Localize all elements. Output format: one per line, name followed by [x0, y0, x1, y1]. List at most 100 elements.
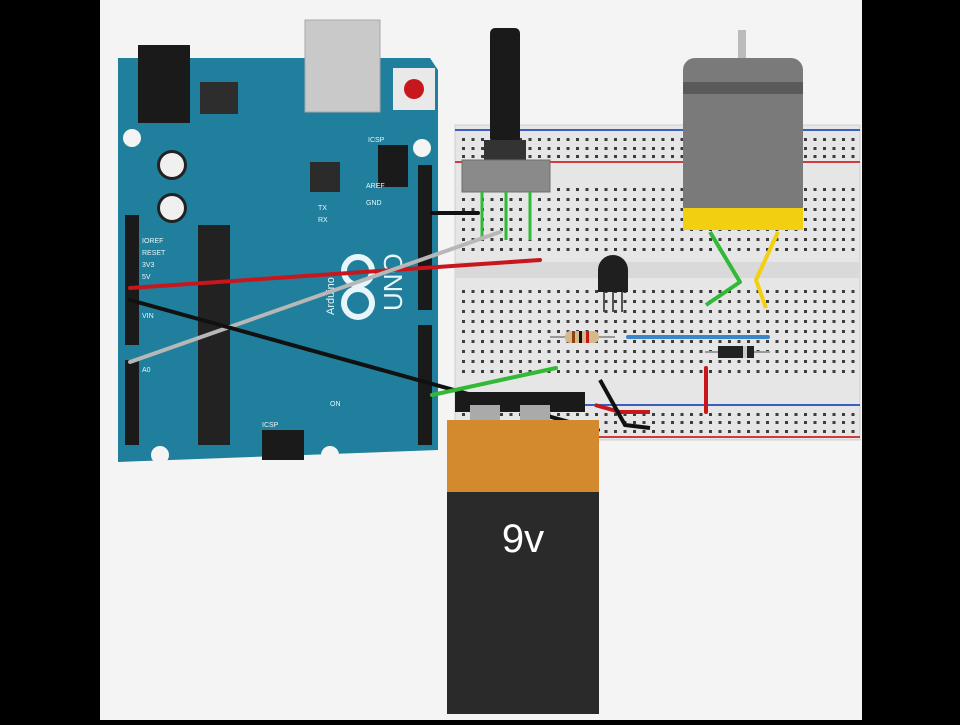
breadboard-hole	[528, 138, 532, 141]
breadboard-hole	[671, 370, 674, 373]
breadboard-hole	[642, 413, 646, 416]
breadboard-hole	[718, 340, 722, 343]
breadboard-hole	[804, 238, 807, 241]
breadboard-hole	[718, 238, 722, 241]
breadboard-hole	[547, 198, 551, 201]
breadboard-hole	[709, 290, 712, 293]
breadboard-hole	[823, 340, 826, 343]
breadboard-hole	[576, 155, 579, 158]
breadboard-hole	[614, 421, 617, 424]
breadboard-hole	[842, 310, 845, 313]
breadboard-hole	[661, 188, 665, 191]
breadboard-hole	[547, 290, 551, 293]
breadboard-hole	[604, 320, 608, 323]
breadboard-hole	[785, 360, 788, 363]
breadboard-hole	[538, 208, 541, 211]
breadboard-hole	[528, 330, 532, 333]
breadboard-hole	[566, 228, 570, 231]
breadboard-hole	[642, 208, 646, 211]
breadboard-hole	[547, 350, 551, 353]
breadboard-hole	[728, 310, 731, 313]
breadboard-hole	[557, 238, 560, 241]
breadboard-hole	[728, 360, 731, 363]
breadboard-hole	[823, 248, 826, 251]
breadboard-hole	[633, 188, 636, 191]
breadboard-hole	[680, 198, 684, 201]
breadboard-hole	[718, 413, 722, 416]
breadboard-hole	[595, 208, 598, 211]
breadboard-hole	[623, 413, 627, 416]
breadboard-hole	[557, 138, 560, 141]
mount-hole	[413, 139, 431, 157]
breadboard-hole	[671, 413, 674, 416]
breadboard-hole	[633, 147, 636, 150]
breadboard-hole	[490, 248, 494, 251]
label-3v3: 3V3	[142, 262, 155, 269]
breadboard-hole	[576, 310, 579, 313]
breadboard-hole	[823, 310, 826, 313]
breadboard-hole	[566, 370, 570, 373]
breadboard-hole	[794, 360, 798, 363]
breadboard-hole	[585, 360, 589, 363]
breadboard-hole	[804, 421, 807, 424]
breadboard-hole	[547, 340, 551, 343]
breadboard-hole	[604, 138, 608, 141]
breadboard-hole	[604, 330, 608, 333]
breadboard-hole	[633, 300, 636, 303]
breadboard-hole	[794, 310, 798, 313]
breadboard-hole	[500, 413, 503, 416]
breadboard-hole	[462, 228, 465, 231]
breadboard-hole	[699, 421, 703, 424]
motor-band	[683, 82, 803, 94]
breadboard-hole	[471, 228, 475, 231]
breadboard-hole	[671, 310, 674, 313]
breadboard-hole	[623, 340, 627, 343]
breadboard-hole	[661, 350, 665, 353]
breadboard-hole	[585, 238, 589, 241]
breadboard-hole	[519, 350, 522, 353]
breadboard-hole	[813, 290, 817, 293]
breadboard-hole	[680, 360, 684, 363]
breadboard-hole	[851, 413, 855, 416]
breadboard-hole	[680, 208, 684, 211]
breadboard-hole	[642, 228, 646, 231]
breadboard-hole	[718, 300, 722, 303]
arduino-brand-text: Arduino	[325, 277, 337, 315]
breadboard-hole	[737, 340, 741, 343]
breadboard-hole	[737, 413, 741, 416]
breadboard-hole	[652, 430, 655, 433]
breadboard-hole	[604, 413, 608, 416]
breadboard-hole	[851, 320, 855, 323]
breadboard-hole	[804, 340, 807, 343]
analog-header	[125, 360, 139, 445]
breadboard-hole	[614, 330, 617, 333]
breadboard-hole	[462, 360, 465, 363]
breadboard-hole	[538, 290, 541, 293]
breadboard-hole	[462, 208, 465, 211]
breadboard-hole	[775, 310, 779, 313]
breadboard-hole	[462, 320, 465, 323]
breadboard-hole	[794, 350, 798, 353]
label-on: ON	[330, 401, 341, 408]
breadboard-hole	[652, 248, 655, 251]
breadboard-hole	[528, 350, 532, 353]
breadboard-hole	[471, 155, 475, 158]
breadboard-hole	[794, 238, 798, 241]
breadboard-hole	[842, 340, 845, 343]
breadboard-hole	[671, 138, 674, 141]
breadboard-hole	[519, 360, 522, 363]
breadboard-hole	[823, 421, 826, 424]
breadboard-hole	[775, 320, 779, 323]
label-rx: RX	[318, 217, 328, 224]
breadboard-hole	[490, 198, 494, 201]
breadboard-hole	[671, 228, 674, 231]
breadboard-hole	[804, 430, 807, 433]
breadboard-hole	[642, 198, 646, 201]
breadboard-hole	[595, 147, 598, 150]
breadboard-hole	[823, 413, 826, 416]
breadboard-hole	[652, 238, 655, 241]
breadboard-hole	[614, 198, 617, 201]
breadboard-hole	[832, 228, 836, 231]
breadboard-hole	[728, 248, 731, 251]
breadboard-hole	[671, 248, 674, 251]
